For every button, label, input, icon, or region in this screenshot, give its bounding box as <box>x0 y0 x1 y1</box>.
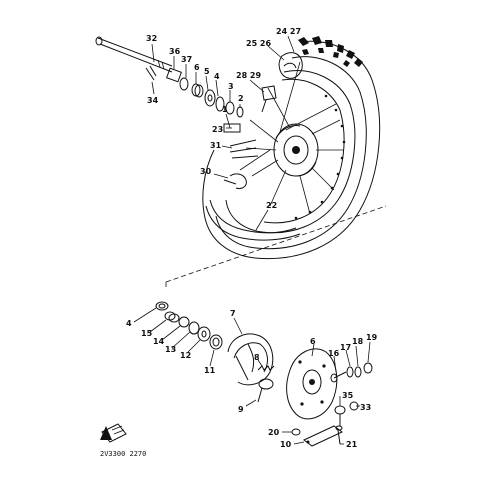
seal-13 <box>188 321 200 335</box>
label-12: 12 <box>180 351 191 360</box>
label-13: 13 <box>165 345 176 354</box>
spacer-11 <box>209 334 223 350</box>
label-1: 1 <box>222 105 228 114</box>
brake-arm-10 <box>303 425 343 447</box>
label-23: 23 <box>212 125 223 134</box>
label-31: 31 <box>210 141 222 150</box>
spacer-23 <box>223 123 241 133</box>
leader-lines-upper <box>151 35 295 231</box>
wheel-assembly <box>202 36 381 260</box>
ring-15 <box>164 311 180 323</box>
label-19: 19 <box>366 333 378 342</box>
part-28-29 <box>261 85 277 113</box>
washer-17 <box>346 366 354 378</box>
bolt-16 <box>330 371 347 383</box>
label-30: 30 <box>200 167 212 176</box>
label-8: 8 <box>254 353 260 362</box>
cam-9 <box>257 378 274 403</box>
label-14: 14 <box>153 337 165 346</box>
tire-tread <box>298 36 363 67</box>
oil-seal-4-lower <box>155 301 169 311</box>
label-21: 21 <box>346 440 358 449</box>
spacer-2 <box>236 106 244 118</box>
label-17: 17 <box>340 343 351 352</box>
label-6: 6 <box>194 63 200 72</box>
axle-group-upper <box>95 36 259 159</box>
label-5: 5 <box>204 67 210 76</box>
axle-32 <box>95 36 173 73</box>
front-arrow-icon <box>100 423 127 443</box>
brake-assembly <box>155 301 373 447</box>
bearing-12 <box>197 326 211 342</box>
brake-shoe-7 <box>227 333 274 386</box>
label-22: 22 <box>266 201 277 210</box>
label-2: 2 <box>238 94 244 103</box>
dashed-boundary <box>165 205 387 290</box>
nut-19 <box>363 362 373 374</box>
label-36: 36 <box>169 47 181 56</box>
washer-14 <box>178 316 190 328</box>
part-number-labels: 32 36 37 6 5 4 3 2 34 1 23 31 30 22 25 2… <box>126 27 378 449</box>
label-16: 16 <box>328 349 340 358</box>
label-6-lower: 6 <box>310 337 316 346</box>
label-4: 4 <box>214 72 220 81</box>
label-11: 11 <box>204 366 216 375</box>
label-3: 3 <box>228 82 234 91</box>
label-9: 9 <box>238 405 244 414</box>
label-18: 18 <box>352 337 364 346</box>
diagram-reference-code: 2V3300 2270 <box>100 450 146 458</box>
label-33: 33 <box>360 403 371 412</box>
tire <box>202 36 381 260</box>
label-15: 15 <box>141 329 153 338</box>
rim-band-22 <box>205 199 301 241</box>
washer-20 <box>291 428 301 436</box>
washer-37 <box>179 77 189 91</box>
washer-18 <box>354 366 362 378</box>
hub <box>273 123 319 177</box>
spacer-6 <box>191 83 204 98</box>
label-37: 37 <box>181 55 192 64</box>
spokes <box>239 61 344 215</box>
brake-plate-6 <box>286 348 338 420</box>
bolt-21 <box>335 425 343 445</box>
label-10: 10 <box>280 440 292 449</box>
collar-36 <box>166 67 182 83</box>
label-20: 20 <box>268 428 280 437</box>
oil-seal-4 <box>215 96 225 112</box>
label-28-29: 28 29 <box>236 71 261 80</box>
cotter-pin-34 <box>145 65 157 81</box>
label-32: 32 <box>146 34 157 43</box>
bolts-31 <box>229 139 259 159</box>
leader-lines-lower <box>133 307 371 445</box>
bearing-5 <box>204 89 216 107</box>
valve-30 <box>223 173 247 189</box>
label-24-27: 24 27 <box>276 27 301 36</box>
tire-part-24-27 <box>278 52 303 79</box>
bolt-35 <box>334 405 346 426</box>
label-4-lower: 4 <box>126 319 132 328</box>
label-34: 34 <box>147 96 159 105</box>
label-7: 7 <box>230 309 236 318</box>
label-25-26: 25 26 <box>246 39 271 48</box>
spring-8 <box>257 365 275 371</box>
label-35: 35 <box>342 391 354 400</box>
